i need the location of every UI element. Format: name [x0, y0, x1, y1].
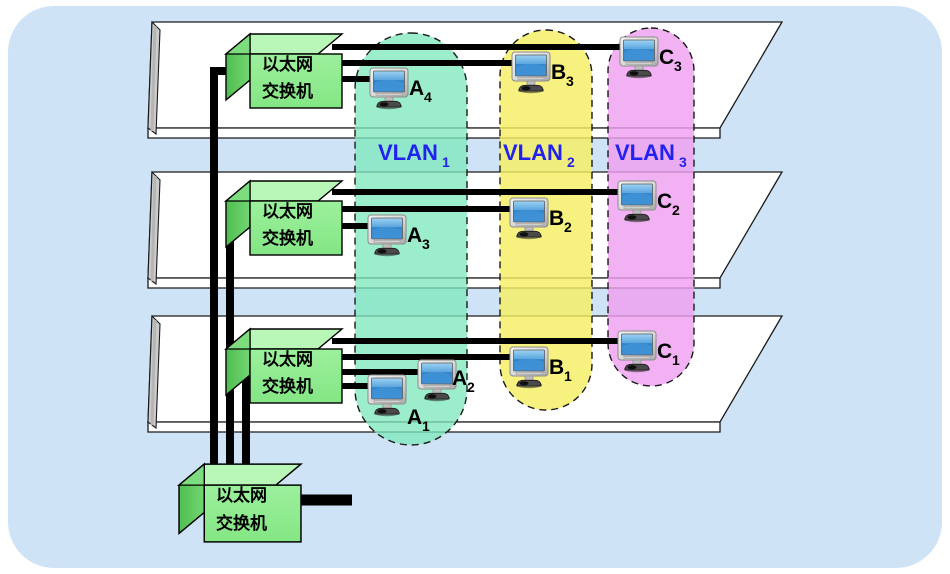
host-C1-letter: C: [657, 340, 672, 363]
vlan-label-vlan3: VLAN 3: [615, 140, 687, 170]
host-A2-letter: A: [452, 367, 467, 390]
host-C2-subscript: 2: [672, 202, 680, 218]
host-A4-subscript: 4: [424, 89, 432, 105]
host-B3-letter: B: [551, 61, 566, 84]
host-B2-letter: B: [549, 207, 564, 230]
vlan1-label-text: VLAN: [378, 140, 438, 165]
switch-core-label-line2: 交换机: [216, 513, 267, 534]
host-A4-letter: A: [409, 77, 424, 100]
switch-middle[interactable]: 以太网 交换机: [225, 180, 343, 256]
host-A1-letter: A: [407, 406, 422, 429]
switch-core[interactable]: 以太网 交换机: [178, 463, 352, 543]
switch-top[interactable]: 以太网 交换机: [225, 33, 343, 109]
host-B2[interactable]: B 2: [509, 197, 572, 240]
vlan3-label-subscript: 3: [679, 154, 687, 170]
switch-bottom[interactable]: 以太网 交换机: [225, 328, 343, 404]
switch-middle-label-line2: 交换机: [262, 228, 313, 249]
switch-top-label-line2: 交换机: [262, 81, 313, 102]
host-C1-subscript: 1: [672, 352, 680, 368]
switch-middle-label-line1: 以太网: [262, 201, 313, 222]
vlan-label-vlan2: VLAN 2: [503, 140, 575, 170]
vlan2-label-text: VLAN: [503, 140, 563, 165]
host-B3-subscript: 3: [566, 73, 574, 89]
host-A2[interactable]: A 2: [417, 359, 475, 402]
host-A1-subscript: 1: [422, 418, 430, 434]
vlan1-label-subscript: 1: [442, 154, 450, 170]
vlan2-label-subscript: 2: [567, 154, 575, 170]
host-A3-letter: A: [407, 224, 422, 247]
host-C3-subscript: 3: [674, 58, 682, 74]
host-A4[interactable]: A 4: [369, 67, 432, 110]
host-C3[interactable]: C 3: [619, 36, 682, 79]
host-A2-subscript: 2: [467, 379, 475, 395]
host-B2-subscript: 2: [564, 219, 572, 235]
host-C3-letter: C: [659, 46, 674, 69]
host-A3-subscript: 3: [422, 236, 430, 252]
host-A3[interactable]: A 3: [367, 214, 430, 257]
host-C2-letter: C: [657, 190, 672, 213]
host-A1[interactable]: A 1: [367, 374, 430, 434]
vlan-label-vlan1: VLAN 1: [378, 140, 450, 170]
switch-core-label-line1: 以太网: [216, 485, 267, 506]
switch-top-label-line1: 以太网: [262, 54, 313, 75]
host-B1-letter: B: [549, 356, 564, 379]
host-B3[interactable]: B 3: [511, 51, 574, 94]
host-C2[interactable]: C 2: [617, 180, 680, 223]
switch-bottom-label-line1: 以太网: [262, 349, 313, 370]
host-B1-subscript: 1: [564, 368, 572, 384]
host-B1[interactable]: B 1: [509, 346, 572, 389]
vlan3-label-text: VLAN: [615, 140, 675, 165]
switch-bottom-label-line2: 交换机: [262, 376, 313, 397]
host-C1[interactable]: C 1: [617, 330, 680, 373]
